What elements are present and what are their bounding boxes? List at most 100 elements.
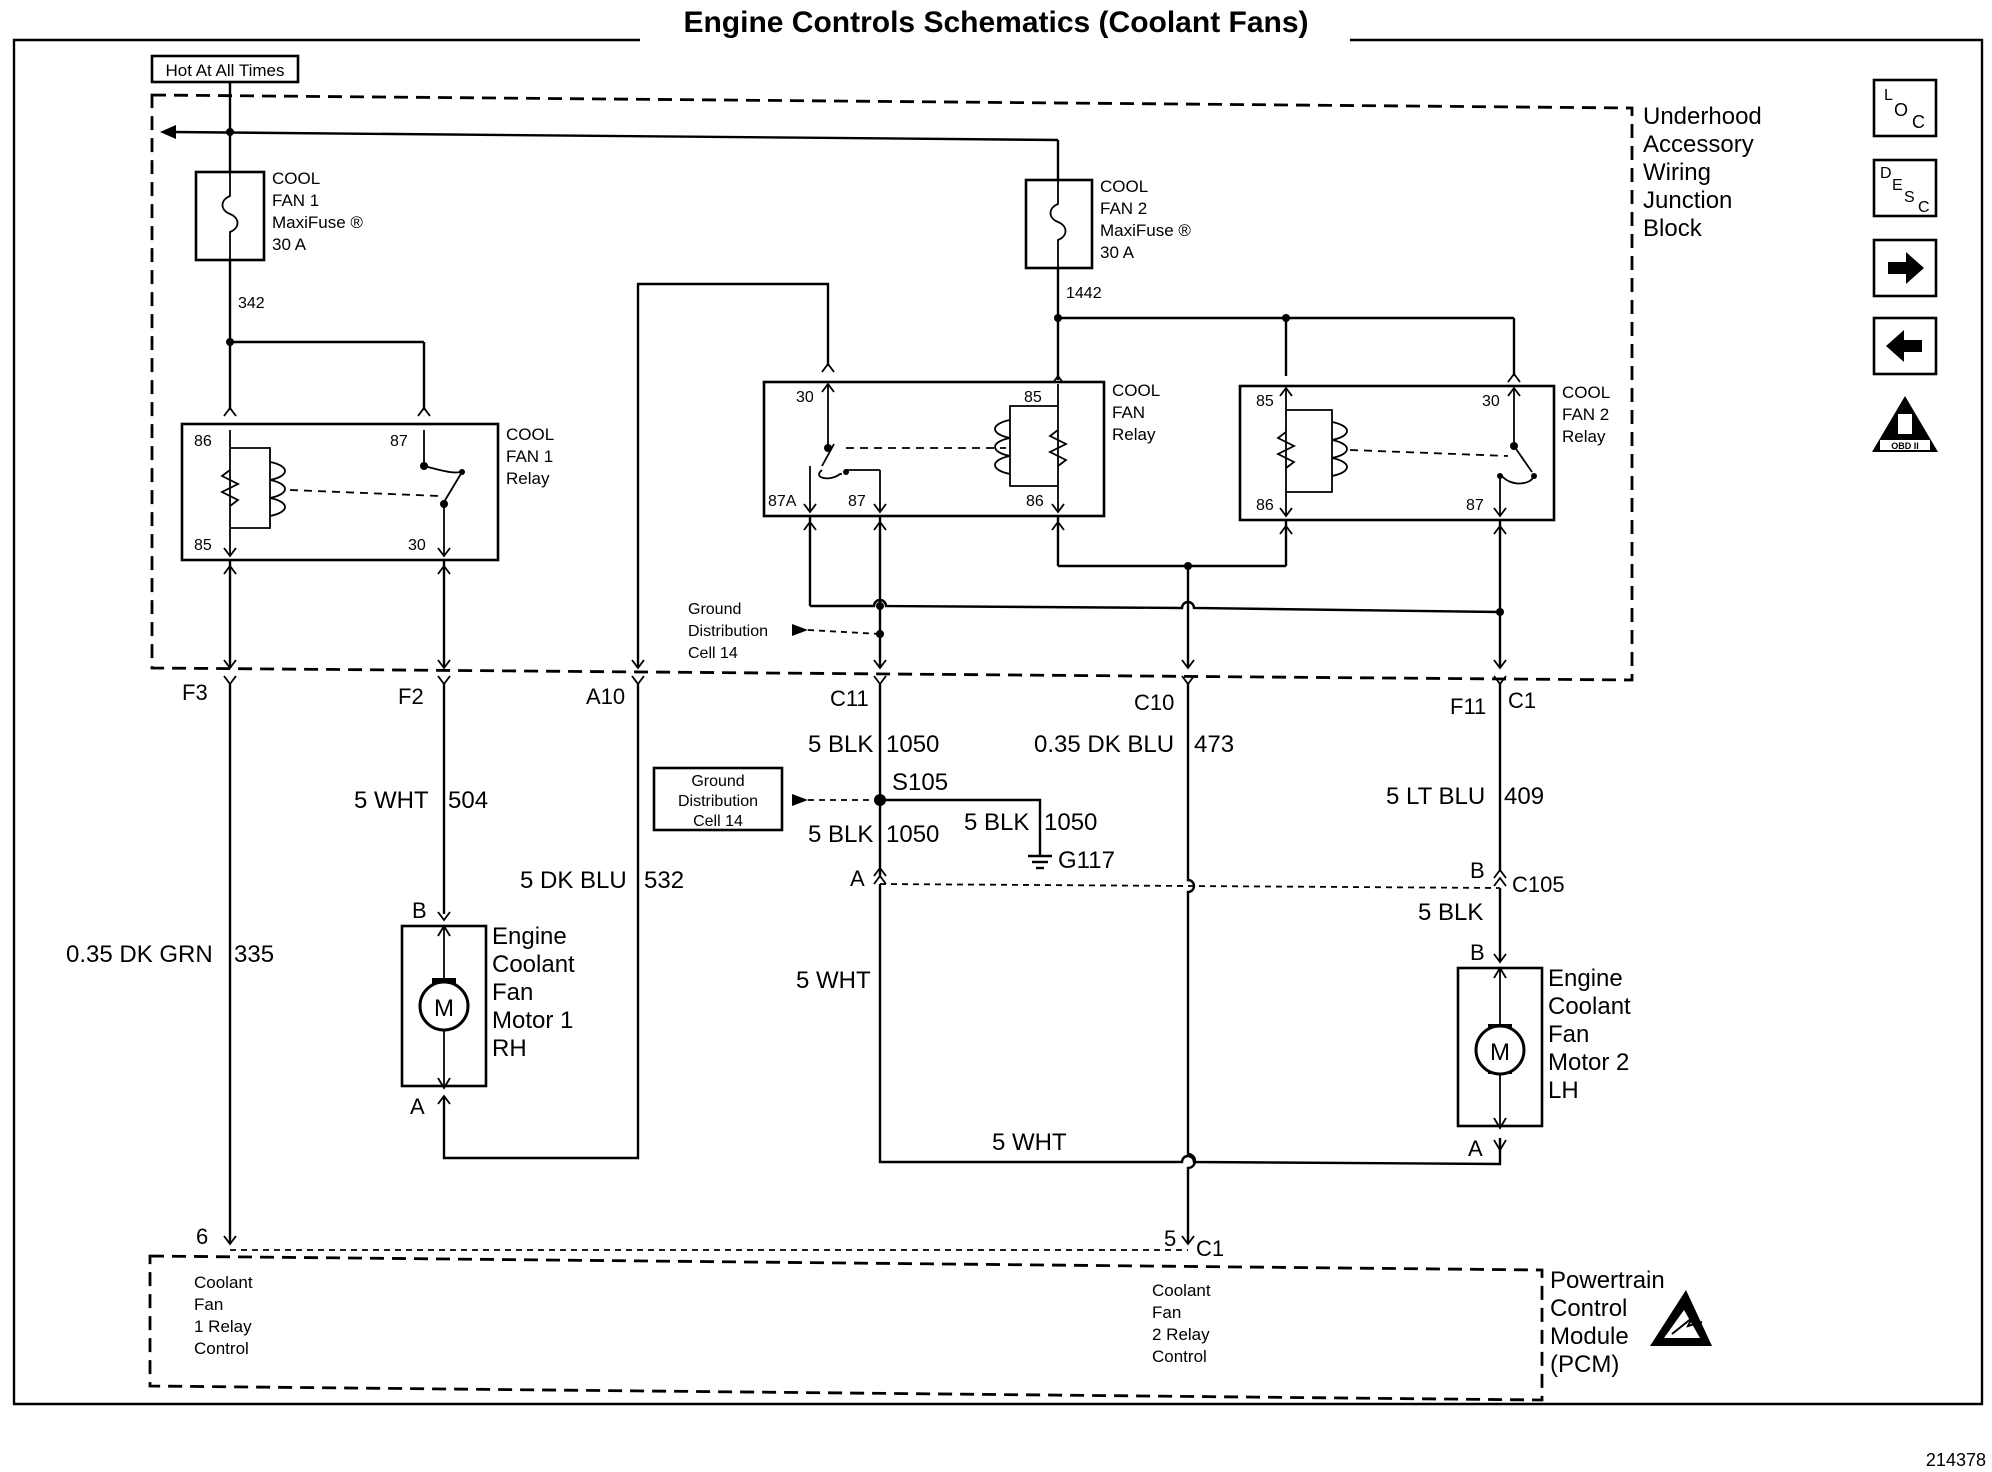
svg-text:L: L — [1884, 87, 1893, 104]
svg-text:B: B — [1470, 940, 1485, 965]
feed-bus — [160, 82, 1060, 180]
svg-text:532: 532 — [644, 867, 684, 894]
svg-text:Relay: Relay — [1562, 427, 1606, 446]
svg-text:G117: G117 — [1058, 847, 1115, 874]
svg-text:87A: 87A — [768, 493, 797, 510]
svg-text:5 BLK: 5 BLK — [1418, 899, 1483, 926]
svg-text:Powertrain: Powertrain — [1550, 1267, 1665, 1294]
circuit-1442: 1442 — [1066, 285, 1102, 302]
loc-icon[interactable]: L O C — [1872, 78, 1938, 138]
cool-fan-2-relay: 85 30 86 87 COOL FAN 2 Relay — [1238, 383, 1610, 522]
svg-text:Coolant: Coolant — [1548, 993, 1631, 1020]
wire-5-wht: 5 WHT 5 WHT — [796, 884, 1507, 1166]
svg-text:6: 6 — [196, 1224, 208, 1249]
wire-532: 5 DK BLU 532 — [437, 684, 684, 1160]
svg-text:B: B — [412, 898, 427, 923]
svg-text:473: 473 — [1194, 731, 1234, 758]
svg-text:85: 85 — [1024, 389, 1042, 406]
svg-text:86: 86 — [194, 433, 212, 450]
pcm-label: Powertrain Control Module (PCM) — [1550, 1267, 1665, 1378]
svg-text:O: O — [1894, 100, 1908, 120]
junction-block-label: Underhood Accessory Wiring Junction Bloc… — [1643, 103, 1762, 242]
arrow-left-icon[interactable] — [1872, 316, 1938, 376]
svg-text:A: A — [1468, 1136, 1483, 1161]
svg-text:C: C — [1918, 199, 1930, 216]
arrow-right-icon[interactable] — [1872, 238, 1938, 298]
svg-text:Engine: Engine — [492, 923, 567, 950]
motor-2-label: Engine Coolant Fan Motor 2 LH — [1548, 965, 1631, 1104]
wire-473: 0.35 DK BLU 473 — [1034, 684, 1234, 1246]
circuit-342: 342 — [238, 295, 265, 312]
svg-text:86: 86 — [1026, 493, 1044, 510]
pcm-relay-2-control-label: Coolant Fan 2 Relay Control — [1152, 1281, 1211, 1366]
obd-ii-icon[interactable]: OBD II — [1872, 396, 1938, 452]
relay-1-outputs — [223, 560, 451, 670]
desc-icon[interactable]: D E S C — [1872, 158, 1938, 218]
svg-text:C105: C105 — [1512, 872, 1565, 897]
svg-text:LH: LH — [1548, 1077, 1579, 1104]
svg-text:Fan: Fan — [194, 1295, 223, 1314]
svg-text:30: 30 — [796, 389, 814, 406]
svg-text:OBD II: OBD II — [1891, 441, 1919, 451]
svg-text:5 BLK: 5 BLK — [808, 821, 873, 848]
svg-text:FAN 2: FAN 2 — [1100, 199, 1147, 218]
svg-text:5 LT BLU: 5 LT BLU — [1386, 783, 1485, 810]
svg-text:MaxiFuse ®: MaxiFuse ® — [272, 213, 363, 232]
svg-text:0.35 DK GRN: 0.35 DK GRN — [66, 941, 213, 968]
svg-text:Cell 14: Cell 14 — [688, 645, 738, 662]
outer-frame — [12, 38, 1984, 1406]
connector-labels-junction: F3 F2 A10 C11 C10 F11 C1 — [182, 680, 1536, 719]
pcm-relay-1-control-label: Coolant Fan 1 Relay Control — [194, 1273, 253, 1358]
cool-fan-relay: 30 85 87A 87 86 COOL FAN Relay — [762, 380, 1160, 518]
svg-text:C: C — [1912, 112, 1925, 132]
svg-text:COOL: COOL — [1562, 383, 1610, 402]
svg-text:5 BLK: 5 BLK — [808, 731, 873, 758]
svg-text:Control: Control — [194, 1339, 249, 1358]
pcm-border — [148, 1254, 1544, 1402]
svg-text:Engine: Engine — [1548, 965, 1623, 992]
svg-text:RH: RH — [492, 1035, 527, 1062]
svg-text:Wiring: Wiring — [1643, 159, 1711, 186]
svg-text:5 WHT: 5 WHT — [796, 967, 871, 994]
svg-text:FAN 1: FAN 1 — [506, 447, 553, 466]
svg-text:409: 409 — [1504, 783, 1544, 810]
svg-text:Fan: Fan — [492, 979, 533, 1006]
svg-text:C1: C1 — [1508, 688, 1536, 713]
svg-text:C1: C1 — [1196, 1236, 1224, 1261]
svg-text:COOL: COOL — [272, 169, 320, 188]
cool-fan-2-maxifuse: COOL FAN 2 MaxiFuse ® 30 A — [1024, 177, 1191, 380]
relay-1-feed — [223, 338, 431, 417]
svg-text:85: 85 — [1256, 393, 1274, 410]
wire-409: 5 LT BLU 409 5 BLK — [1386, 684, 1544, 964]
svg-text:1 Relay: 1 Relay — [194, 1317, 252, 1336]
svg-text:F11: F11 — [1450, 694, 1486, 719]
connector-terminals-junction — [223, 675, 1507, 686]
wire-335: 0.35 DK GRN 335 — [66, 684, 274, 1246]
svg-text:Block: Block — [1643, 215, 1703, 242]
page-title: Engine Controls Schematics (Coolant Fans… — [683, 6, 1308, 39]
svg-text:Ground: Ground — [691, 773, 744, 790]
svg-text:Relay: Relay — [506, 469, 550, 488]
svg-text:85: 85 — [194, 537, 212, 554]
svg-text:5: 5 — [1164, 1226, 1176, 1251]
relay-output-wiring — [803, 516, 1507, 670]
svg-text:Control: Control — [1152, 1347, 1207, 1366]
figure-number: 214378 — [1926, 1450, 1986, 1470]
svg-text:86: 86 — [1256, 497, 1274, 514]
svg-text:30 A: 30 A — [1100, 243, 1135, 262]
svg-text:FAN 1: FAN 1 — [272, 191, 319, 210]
svg-text:87: 87 — [390, 433, 408, 450]
svg-text:F3: F3 — [182, 680, 208, 705]
svg-text:Control: Control — [1550, 1295, 1627, 1322]
wire-a10-block — [631, 282, 835, 670]
svg-text:S: S — [1904, 189, 1915, 206]
cool-fan-1-maxifuse: COOL FAN 1 MaxiFuse ® 30 A — [194, 169, 363, 342]
connector-c105: A B C105 — [850, 858, 1565, 897]
svg-text:1050: 1050 — [1044, 809, 1097, 836]
svg-text:F2: F2 — [398, 684, 424, 709]
svg-text:COOL: COOL — [1100, 177, 1148, 196]
svg-text:Accessory: Accessory — [1643, 131, 1754, 158]
svg-text:Fan: Fan — [1548, 1021, 1589, 1048]
svg-text:Motor 2: Motor 2 — [1548, 1049, 1629, 1076]
